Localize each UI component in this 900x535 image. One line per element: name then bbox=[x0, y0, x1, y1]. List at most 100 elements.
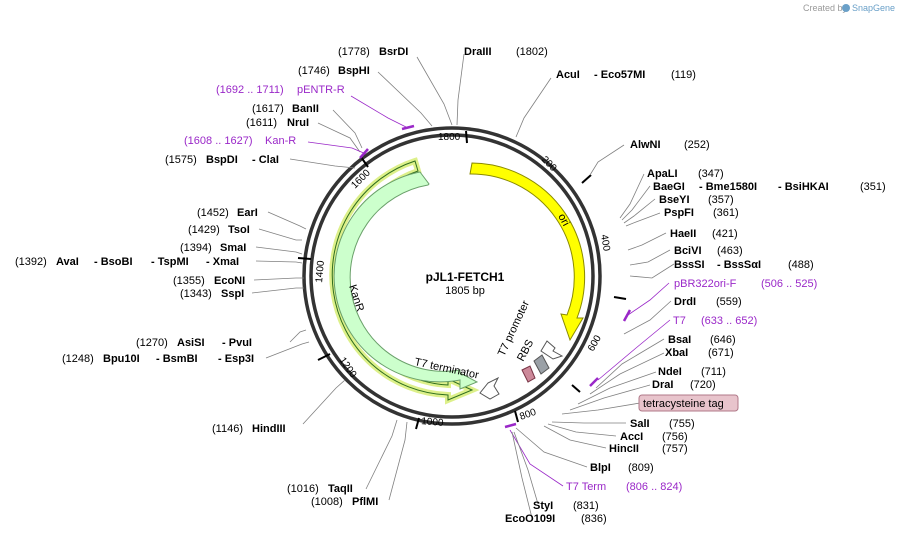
site-bseyi[interactable]: BseYI (357) bbox=[659, 194, 734, 206]
site-pos: (1008) bbox=[311, 496, 343, 508]
site-name: - Bme1580I bbox=[699, 181, 757, 193]
site-name: BssSI bbox=[674, 259, 705, 271]
site-pos: (1270) bbox=[136, 337, 168, 349]
site-bsphi[interactable]: (1746) BspHI bbox=[298, 65, 370, 77]
site-pos: (720) bbox=[690, 379, 716, 391]
site-name: NruI bbox=[287, 117, 309, 129]
feature-tetracysteine-tag-mark[interactable] bbox=[521, 365, 536, 383]
site-styi[interactable]: StyI (831) bbox=[533, 500, 599, 512]
site-avai[interactable]: (1392) AvaI - BsoBI - TspMI - XmaI bbox=[15, 256, 239, 268]
site-name: BsaI bbox=[668, 334, 691, 346]
site-sspi[interactable]: (1343) SspI bbox=[180, 288, 244, 300]
site-pos: (421) bbox=[712, 228, 738, 240]
site-name: BanII bbox=[292, 103, 319, 115]
site-pos: (671) bbox=[708, 347, 734, 359]
primer-t7[interactable]: T7 (633 .. 652) bbox=[673, 315, 757, 327]
site-name: BspHI bbox=[338, 65, 370, 77]
site-acci[interactable]: AccI (756) bbox=[620, 431, 688, 443]
primer-name: Kan-R bbox=[265, 135, 296, 147]
site-pos: (361) bbox=[713, 207, 739, 219]
site-eari[interactable]: (1452) EarI bbox=[197, 207, 258, 219]
primer-t7-term[interactable]: T7 Term (806 .. 824) bbox=[566, 481, 682, 493]
site-hincii[interactable]: HincII (757) bbox=[609, 443, 688, 455]
site-xbai[interactable]: XbaI (671) bbox=[665, 347, 734, 359]
site-blpi[interactable]: BlpI (809) bbox=[590, 462, 654, 474]
site-pos: (831) bbox=[573, 500, 599, 512]
tick-mark-1800 bbox=[465, 130, 468, 144]
primer-name: T7 bbox=[673, 315, 686, 327]
site-name: HincII bbox=[609, 443, 639, 455]
site-drdi[interactable]: DrdI (559) bbox=[674, 296, 742, 308]
plasmid-name: pJL1-FETCH1 bbox=[426, 270, 505, 284]
feature-label-ori: ori bbox=[555, 212, 571, 228]
primer-kan-r[interactable]: (1608 .. 1627) Kan-R bbox=[184, 135, 296, 147]
site-hindiii[interactable]: (1146) HindIII bbox=[212, 423, 286, 435]
site-baegi[interactable]: BaeGI - Bme1580I - BsiHKAI (351) bbox=[653, 181, 886, 193]
site-name: DraI bbox=[652, 379, 673, 391]
site-pos: (1355) bbox=[173, 275, 205, 287]
tick-mark-400 bbox=[613, 296, 627, 300]
site-pos: (1611) bbox=[246, 117, 277, 129]
site-alwni[interactable]: AlwNI (252) bbox=[630, 139, 710, 151]
primer-mark-pbr322 bbox=[622, 309, 632, 322]
site-name: AcuI bbox=[556, 69, 580, 81]
primer-pos: (1608 .. 1627) bbox=[184, 135, 253, 147]
site-name: EcoO109I bbox=[505, 513, 555, 525]
site-draiii[interactable]: DraIII (1802) bbox=[464, 46, 548, 58]
site-name: SmaI bbox=[220, 242, 246, 254]
site-pos: (347) bbox=[698, 168, 724, 180]
site-banii[interactable]: (1617) BanII bbox=[252, 103, 319, 115]
site-name: TaqII bbox=[328, 483, 353, 495]
site-taqii[interactable]: (1016) TaqII bbox=[287, 483, 353, 495]
site-sali[interactable]: SalI (755) bbox=[630, 418, 695, 430]
site-pos: (119) bbox=[671, 69, 696, 81]
site-name: - BsmBI bbox=[156, 353, 198, 365]
feature-rbs[interactable]: RBS bbox=[515, 338, 550, 375]
site-name: EarI bbox=[237, 207, 258, 219]
site-bcivi[interactable]: BciVI (463) bbox=[674, 245, 743, 257]
site-pflmi[interactable]: (1008) PflMI bbox=[311, 496, 378, 508]
site-name: - TspMI bbox=[151, 256, 189, 268]
site-name: PflMI bbox=[352, 496, 378, 508]
site-eco0109i[interactable]: EcoO109I (836) bbox=[505, 513, 607, 525]
site-name: BlpI bbox=[590, 462, 611, 474]
site-bspdi[interactable]: (1575) BspDI - ClaI bbox=[165, 154, 279, 166]
site-econi[interactable]: (1355) EcoNI bbox=[173, 275, 245, 287]
site-tsoi[interactable]: (1429) TsoI bbox=[188, 224, 250, 236]
site-pos: (1617) bbox=[252, 103, 284, 115]
site-pos: (488) bbox=[788, 259, 814, 271]
tick-label-1400: 1400 bbox=[314, 260, 327, 284]
site-bpu10i[interactable]: (1248) Bpu10I - BsmBI - Esp3I bbox=[62, 353, 254, 365]
site-apali[interactable]: ApaLI (347) bbox=[647, 168, 724, 180]
site-name: - BsiHKAI bbox=[778, 181, 829, 193]
site-pos: (1146) bbox=[212, 423, 243, 435]
primer-mark-pentr bbox=[401, 124, 415, 131]
site-name: BseYI bbox=[659, 194, 690, 206]
site-pos: (836) bbox=[581, 513, 607, 525]
primer-pentr[interactable]: (1692 .. 1711) pENTR-R bbox=[216, 84, 345, 96]
site-name: BaeGI bbox=[653, 181, 685, 193]
site-pspfi[interactable]: PspFI (361) bbox=[664, 207, 739, 219]
tick-mark-800 bbox=[514, 410, 519, 423]
site-drai[interactable]: DraI (720) bbox=[652, 379, 716, 391]
site-smai[interactable]: (1394) SmaI bbox=[180, 242, 246, 254]
site-asisi[interactable]: (1270) AsiSI - PvuI bbox=[136, 337, 252, 349]
primer-name: T7 Term bbox=[566, 481, 606, 493]
feature-ori[interactable]: ori bbox=[469, 162, 586, 342]
site-bsai[interactable]: BsaI (646) bbox=[668, 334, 736, 346]
site-name: BsrDI bbox=[379, 46, 408, 58]
primer-pbr322ori-f[interactable]: pBR322ori-F (506 .. 525) bbox=[674, 278, 817, 290]
site-name: NdeI bbox=[658, 366, 682, 378]
plasmid-length: 1805 bp bbox=[445, 285, 485, 297]
feature-tetracysteine-tag[interactable]: tetracysteine tag bbox=[638, 394, 739, 412]
site-bsrdi[interactable]: (1778) BsrDI bbox=[338, 46, 408, 58]
credit-brand: SnapGene bbox=[852, 3, 895, 13]
leader-lines bbox=[251, 53, 675, 519]
site-ndei[interactable]: NdeI (711) bbox=[658, 366, 726, 378]
primer-name: pENTR-R bbox=[297, 84, 345, 96]
primer-pos: (806 .. 824) bbox=[626, 481, 682, 493]
site-bsssi[interactable]: BssSI - BssSαI (488) bbox=[674, 259, 814, 271]
site-acui[interactable]: AcuI - Eco57MI (119) bbox=[556, 69, 696, 81]
site-haeii[interactable]: HaeII (421) bbox=[670, 228, 738, 240]
site-nrui[interactable]: (1611) NruI bbox=[246, 117, 309, 129]
